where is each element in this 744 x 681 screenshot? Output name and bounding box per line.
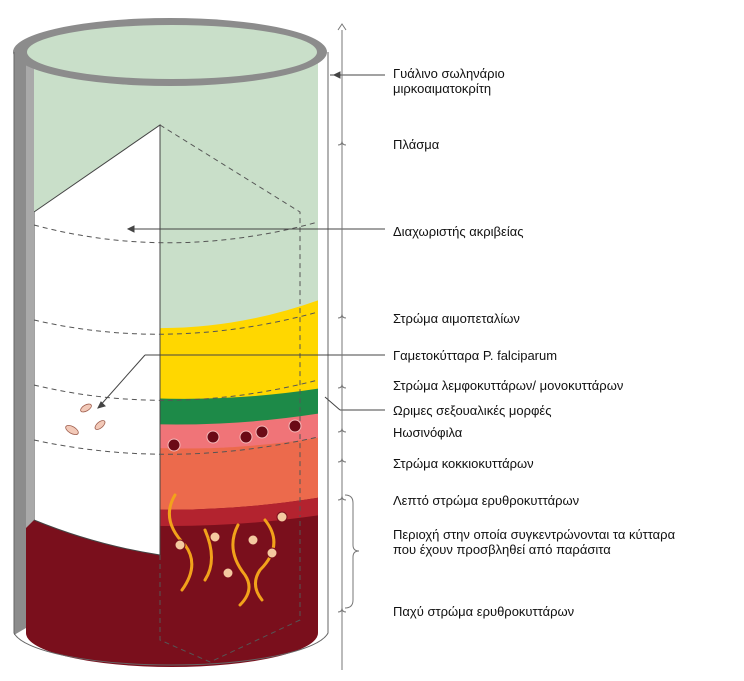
label-tube: Γυάλινο σωληνάριο μιρκοαιματοκρίτη	[393, 66, 563, 96]
label-platelets: Στρώμα αιμοπεταλίων	[393, 311, 520, 326]
label-lymphocytes: Στρώμα λεμφοκυττάρων/ μονοκυττάρων	[393, 378, 623, 393]
label-float: Διαχωριστής ακριβείας	[393, 224, 524, 239]
label-granulocytes: Στρώμα κοκκιοκυττάρων	[393, 456, 534, 471]
layer-axis	[338, 24, 359, 670]
tube-wall-left	[14, 50, 26, 635]
label-thin-rbc: Λεπτό στρώμα ερυθροκυττάρων	[393, 493, 579, 508]
label-thick-rbc: Παχύ στρώμα ερυθροκυττάρων	[393, 604, 574, 619]
label-plasma: Πλάσμα	[393, 137, 439, 152]
label-mature-sexual: Ωριμες σεξουαλικές μορφές	[393, 403, 551, 418]
label-eosinophils: Ηωσινόφιλα	[393, 425, 462, 440]
tube-rim-inner	[27, 25, 317, 79]
label-parasite-region: Περιοχή στην οποία συγκεντρώνονται τα κύ…	[393, 527, 693, 557]
tube-wall-inner-left	[26, 60, 34, 528]
label-gametocytes: Γαμετοκύτταρα P. falciparum	[393, 348, 557, 363]
